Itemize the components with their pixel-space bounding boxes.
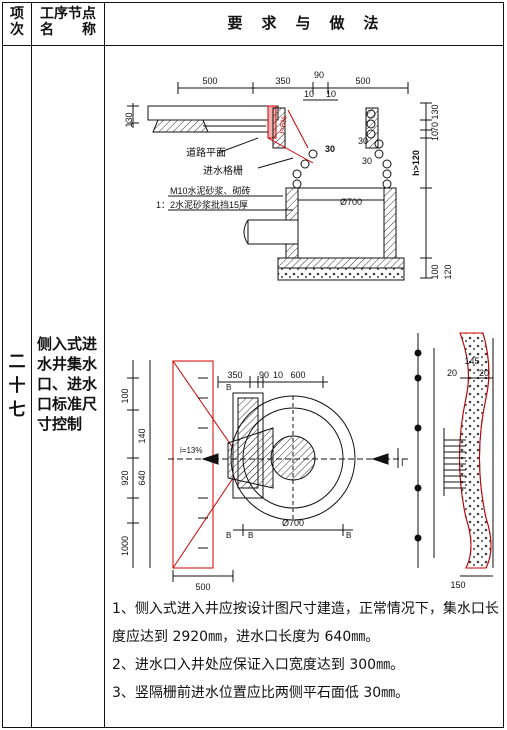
plan-mark-i: I	[401, 458, 404, 468]
grate-dim-150: 150	[450, 580, 465, 590]
plan-dim-100: 100	[120, 388, 130, 403]
plan-dim-920: 920	[120, 470, 130, 485]
note-1: 1、侧入式进入井应按设计图尺寸建造，正常情况下，集水口长度应达到 2920㎜，进…	[112, 601, 499, 645]
plan-dim-1000: 1000	[120, 536, 130, 556]
sec-dim-10-a: 10	[304, 89, 314, 99]
sec-dim-30-c: 30	[362, 156, 372, 166]
header-col-seq: 项 次	[3, 6, 31, 38]
sec-slope: i=6%	[277, 115, 289, 134]
sec-dim-500-b: 500	[355, 76, 370, 86]
sec-dim-dia700: Ø700	[340, 197, 362, 207]
grate-labels: 145 20 20 150	[447, 356, 489, 590]
row-seq-1: 二	[8, 352, 26, 372]
row-name-line3: 口、进水	[37, 375, 98, 393]
technical-drawing: 500 350 90 500 10 10 130 130 70 10 h>120…	[120, 70, 494, 592]
plan-dim-600: 600	[290, 370, 305, 380]
grate-drawing	[414, 332, 494, 577]
header-col-name: 工序节点 名 称	[32, 6, 104, 38]
plan-labels: 350 90 10 600 100 920 140 640 1000 500 Ø…	[120, 370, 404, 592]
sec-dim-30-a: 30	[325, 144, 335, 154]
sec-dim-90: 90	[314, 70, 324, 80]
row-name-line5: 寸控制	[37, 415, 83, 433]
sec-dim-h: h>120	[411, 150, 421, 176]
sec-dim-350: 350	[275, 76, 290, 86]
sec-dim-100: 100	[430, 264, 440, 279]
label-mortar-brick: M10水泥砂浆、砌砖	[170, 185, 251, 196]
sec-dim-70: 70	[430, 122, 440, 132]
plan-mark-b2: B	[226, 531, 231, 540]
label-mortar-plaster: 1：2水泥砂浆批挡15厚	[156, 199, 248, 210]
row-name-line4: 口标准尺	[37, 395, 98, 413]
sec-dim-10-right: 10	[430, 131, 440, 141]
section-labels: 500 350 90 500 10 10 130 130 70 10 h>120…	[124, 70, 453, 280]
plan-slope: i=13%	[180, 446, 202, 455]
label-inlet-grate: 进水格栅	[203, 164, 243, 177]
header-divider	[3, 45, 503, 46]
note-2: 2、进水口入井处应保证入口宽度达到 300㎜。	[112, 657, 405, 673]
row-name-line2: 水井集水	[37, 355, 98, 373]
header-name-line2: 名 称	[40, 22, 96, 38]
plan-dim-10: 10	[273, 370, 283, 380]
note-3: 3、竖隔栅前进水位置应比两侧平石面低 30㎜。	[112, 685, 410, 701]
plan-mark-b4: B	[346, 531, 351, 540]
grate-dim-20-b: 20	[479, 368, 489, 378]
header-col-method: 要 求 与 做 法	[227, 14, 381, 32]
plan-drawing	[127, 360, 408, 582]
sec-dim-120: 120	[443, 264, 453, 279]
label-road-plane: 道路平面	[186, 146, 226, 159]
sec-dim-500-a: 500	[202, 76, 217, 86]
row-name: 侧入式进 水井集水 口、进水 口标准尺 寸控制	[37, 334, 103, 434]
column-divider-1	[31, 3, 32, 727]
row-seq-3: 七	[8, 400, 26, 420]
plan-mark-b1: B	[226, 383, 231, 392]
header-seq-line2: 次	[10, 22, 24, 38]
plan-dim-350: 350	[227, 370, 242, 380]
plan-dim-140: 140	[137, 428, 147, 443]
header-seq-line1: 项	[10, 6, 24, 22]
sec-dim-130-right: 130	[430, 104, 440, 119]
plan-dim-dia700: Ø700	[282, 518, 304, 528]
row-seq-2: 十	[8, 376, 26, 396]
sec-dim-10-b: 10	[326, 89, 336, 99]
grate-dim-20-a: 20	[447, 368, 457, 378]
section-drawing	[127, 82, 432, 281]
plan-dim-90: 90	[259, 370, 269, 380]
plan-dim-640: 640	[137, 470, 147, 485]
sec-dim-30-b: 30	[358, 136, 368, 146]
sec-dim-130-left: 130	[124, 112, 134, 127]
row-seq: 二 十 七	[3, 350, 31, 422]
header-name-line1: 工序节点	[40, 6, 96, 22]
row-name-line1: 侧入式进	[37, 335, 98, 353]
notes: 1、侧入式进入井应按设计图尺寸建造，正常情况下，集水口长度应达到 2920㎜，进…	[108, 595, 500, 707]
plan-mark-b3: B	[248, 531, 253, 540]
grate-dim-145: 145	[464, 356, 479, 366]
plan-dim-500: 500	[195, 582, 210, 592]
column-divider-2	[104, 3, 105, 727]
